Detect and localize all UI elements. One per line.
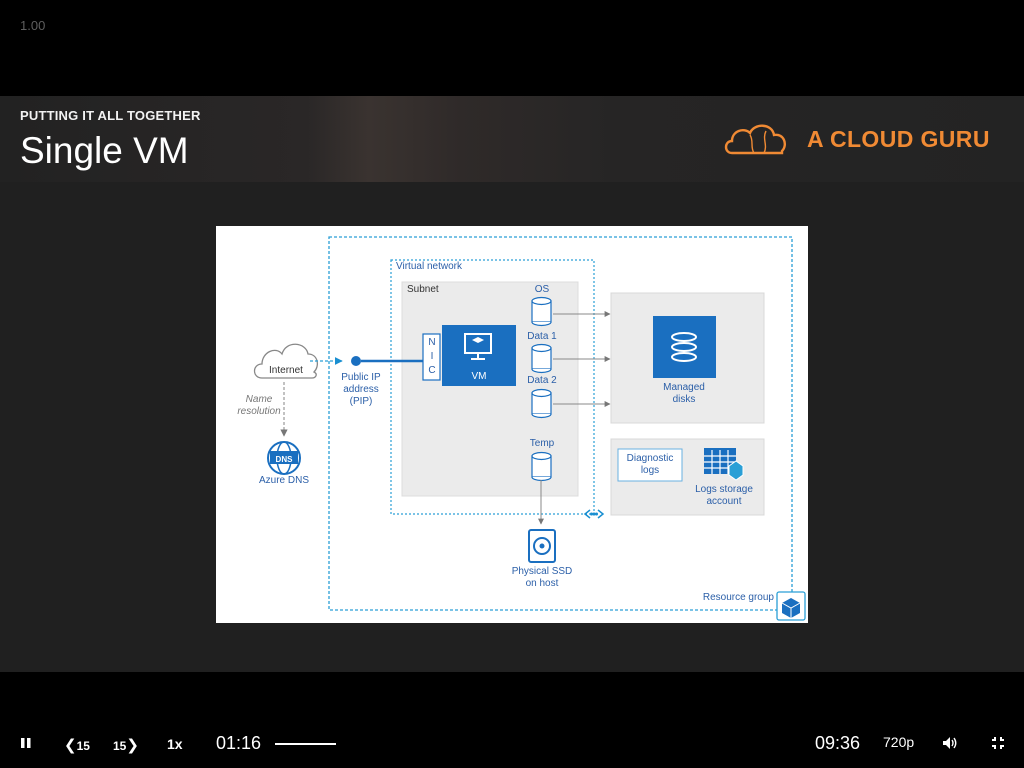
virtual-network-label: Virtual network xyxy=(396,261,462,272)
resource-group-label: Resource group xyxy=(702,592,774,603)
managed-disks-icon xyxy=(653,316,716,378)
temp-disk-icon xyxy=(531,451,552,482)
azure-dns-label: Azure DNS xyxy=(258,475,309,486)
pause-button[interactable] xyxy=(19,736,33,753)
vnet-connection-icon xyxy=(583,509,605,519)
forward-15-button[interactable]: 15❯ xyxy=(113,736,139,754)
vm-label: VM xyxy=(471,371,487,382)
rewind-label: 15 xyxy=(76,739,90,753)
total-time: 09:36 xyxy=(815,733,861,753)
logs-storage-icon xyxy=(704,448,744,481)
a-cloud-guru-logo: A CLOUD GURU xyxy=(722,117,1002,161)
slide-kicker: PUTTING IT ALL TOGETHER xyxy=(20,108,201,123)
logo-text: A CLOUD GURU xyxy=(807,126,990,152)
chevron-left-icon: ❮ xyxy=(64,737,77,754)
progress-fill xyxy=(275,743,337,745)
current-time: 01:16 xyxy=(216,733,262,753)
forward-label: 15 xyxy=(113,739,127,753)
progress-bar[interactable] xyxy=(275,741,745,749)
physical-ssd-icon xyxy=(528,529,556,563)
virtual-network-boundary xyxy=(390,259,595,515)
data2-disk-icon xyxy=(531,388,552,419)
managed-disks-panel xyxy=(610,292,765,424)
azure-dns-icon xyxy=(267,441,301,475)
nic-box xyxy=(422,333,441,381)
data2-label: Data 2 xyxy=(527,375,557,386)
slide-banner: PUTTING IT ALL TOGETHER Single VM A CLOU… xyxy=(0,96,1024,182)
pause-icon xyxy=(21,738,31,748)
diagnostic-logs-box xyxy=(617,448,683,482)
top-speed-indicator: 1.00 xyxy=(20,18,46,33)
playback-speed-button[interactable]: 1x xyxy=(167,736,183,752)
volume-button[interactable] xyxy=(942,736,958,753)
os-disk-icon xyxy=(531,296,552,327)
public-ip-dot xyxy=(351,356,361,366)
resource-group-icon xyxy=(776,591,806,621)
resource-group-boundary xyxy=(328,236,793,611)
player-controls: ❮15 15❯ 1x 01:16 09:36 720p xyxy=(0,720,1024,768)
quality-button[interactable]: 720p xyxy=(883,734,915,750)
progress-track xyxy=(275,743,745,745)
internet-label: Internet xyxy=(269,365,303,376)
chevron-right-icon: ❯ xyxy=(126,737,139,754)
rewind-15-button[interactable]: ❮15 xyxy=(64,736,90,754)
data1-label: Data 1 xyxy=(527,331,557,342)
video-frame[interactable]: PUTTING IT ALL TOGETHER Single VM A CLOU… xyxy=(0,96,1024,672)
volume-icon xyxy=(943,737,957,749)
temp-label: Temp xyxy=(529,438,555,449)
internet-cloud-icon xyxy=(253,343,319,379)
slide-title: Single VM xyxy=(20,130,189,171)
cloud-logo-icon xyxy=(724,124,786,155)
exit-fullscreen-button[interactable] xyxy=(991,736,1005,753)
vm-monitor-icon xyxy=(464,333,492,360)
dns-badge-text: DNS xyxy=(275,455,293,464)
subnet-label: Subnet xyxy=(407,284,439,295)
os-label: OS xyxy=(534,284,550,295)
diagram-drawing xyxy=(253,236,806,621)
exit-fullscreen-icon xyxy=(992,737,1004,749)
data1-disk-icon xyxy=(531,343,552,374)
